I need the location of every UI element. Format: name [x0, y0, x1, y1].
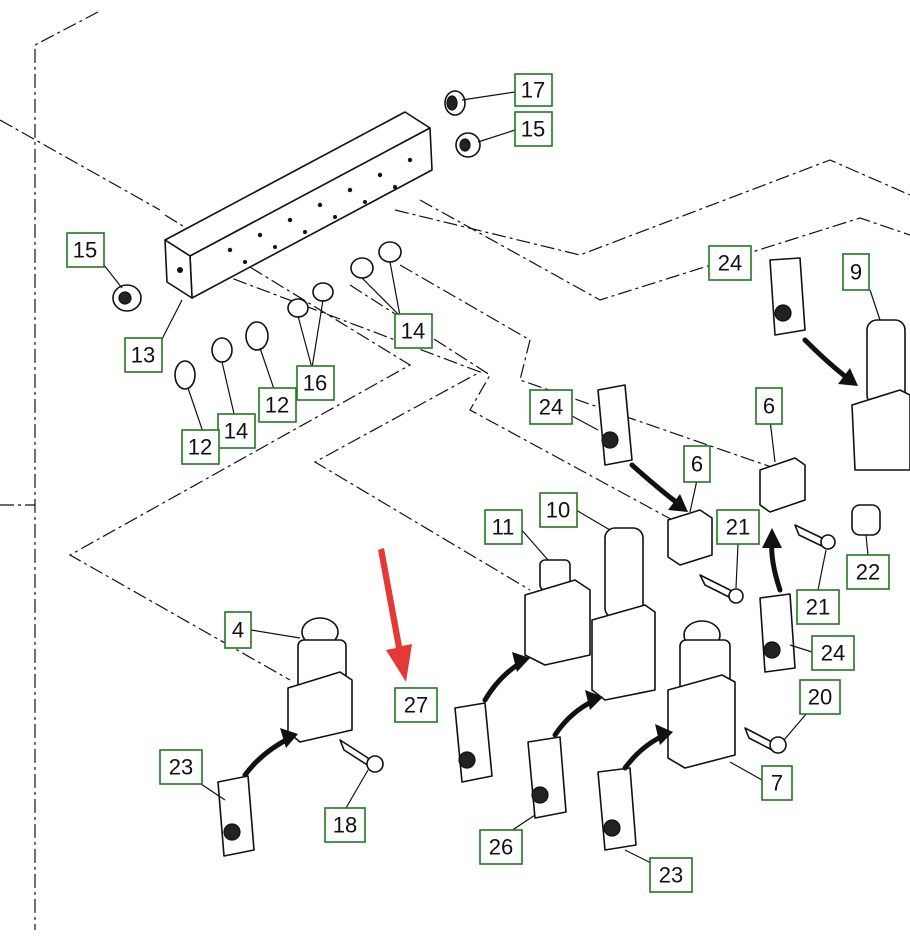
- fitting-15-top: [455, 132, 481, 158]
- fitting-plug-17: [444, 90, 466, 116]
- valve-10: [591, 527, 656, 701]
- svg-text:14: 14: [224, 419, 248, 444]
- svg-text:6: 6: [763, 394, 775, 419]
- svg-text:20: 20: [808, 685, 832, 710]
- label-6-right: 6: [755, 387, 783, 425]
- screw-18: [339, 739, 384, 773]
- solenoid-valve-4: [287, 617, 353, 743]
- hand-symbol-23-right: [597, 724, 673, 851]
- svg-text:14: 14: [401, 319, 425, 344]
- svg-text:6: 6: [691, 452, 703, 477]
- label-24-mid: 24: [529, 389, 573, 425]
- hand-symbol-24-mid: [597, 384, 688, 512]
- svg-text:15: 15: [521, 117, 545, 142]
- cover-plate-6a: [667, 509, 713, 566]
- label-10: 10: [539, 492, 578, 528]
- valve-11: [524, 559, 591, 666]
- screw-20: [744, 727, 787, 754]
- svg-text:15: 15: [73, 238, 97, 263]
- label-18: 18: [324, 807, 366, 843]
- fitting-15-left: [112, 284, 142, 312]
- svg-text:10: 10: [546, 498, 570, 523]
- label-9: 9: [842, 253, 870, 291]
- svg-text:4: 4: [232, 618, 244, 643]
- svg-text:26: 26: [489, 835, 513, 860]
- hand-symbol-24-low: [759, 528, 796, 673]
- svg-text:12: 12: [188, 435, 212, 460]
- svg-text:18: 18: [333, 813, 357, 838]
- solenoid-valve-7: [667, 620, 736, 769]
- svg-text:22: 22: [856, 560, 880, 585]
- hand-symbol-24-top: [769, 257, 858, 386]
- label-23-left: 23: [159, 749, 203, 785]
- svg-text:24: 24: [718, 251, 742, 276]
- svg-text:24: 24: [821, 641, 845, 666]
- label-26: 26: [479, 829, 523, 865]
- callout-labels: 17 15 15 13 14 16 12 14 12 24 9 24 6 6 1…: [66, 73, 890, 893]
- svg-text:16: 16: [303, 371, 327, 396]
- svg-text:23: 23: [659, 863, 683, 888]
- hand-symbol-26: [527, 690, 603, 819]
- svg-text:21: 21: [806, 595, 830, 620]
- label-15-top: 15: [514, 111, 553, 147]
- svg-text:21: 21: [726, 515, 750, 540]
- label-23-right: 23: [649, 857, 693, 893]
- screw-21a: [699, 574, 744, 604]
- highlight-arrow: [378, 548, 412, 682]
- svg-text:17: 17: [521, 78, 545, 103]
- label-27: 27: [394, 687, 438, 723]
- hand-symbol-23-left: [217, 728, 298, 857]
- svg-text:11: 11: [492, 515, 515, 540]
- label-6-left: 6: [683, 445, 711, 483]
- cover-plate-6b: [759, 457, 806, 513]
- label-14-right: 14: [394, 313, 433, 349]
- valve-9: [851, 319, 910, 471]
- label-12-mid: 12: [258, 387, 297, 423]
- label-12-left: 12: [181, 429, 220, 465]
- svg-text:27: 27: [404, 693, 428, 718]
- label-21-right: 21: [796, 589, 840, 625]
- fitting-group-14-16: [174, 241, 402, 390]
- label-14-left: 14: [217, 413, 256, 449]
- label-21-left: 21: [716, 509, 760, 545]
- label-20: 20: [799, 679, 841, 715]
- label-11: 11: [484, 509, 523, 545]
- label-7: 7: [761, 765, 793, 801]
- label-16: 16: [296, 365, 335, 401]
- sleeve-22: [851, 504, 881, 536]
- hand-symbol-27: [454, 652, 530, 783]
- svg-text:23: 23: [169, 755, 193, 780]
- label-13: 13: [124, 337, 163, 373]
- screw-21b: [794, 524, 836, 550]
- manifold-block: [164, 111, 433, 299]
- label-15-left: 15: [66, 232, 105, 268]
- svg-text:12: 12: [265, 393, 289, 418]
- label-24-top: 24: [708, 245, 752, 281]
- leader-lines: [99, 91, 881, 866]
- svg-text:13: 13: [131, 343, 155, 368]
- label-17: 17: [514, 73, 553, 107]
- svg-text:9: 9: [850, 260, 862, 285]
- label-24-low: 24: [811, 635, 855, 671]
- label-4: 4: [224, 611, 252, 649]
- svg-text:7: 7: [771, 771, 783, 796]
- label-22: 22: [846, 554, 890, 590]
- svg-text:24: 24: [539, 395, 563, 420]
